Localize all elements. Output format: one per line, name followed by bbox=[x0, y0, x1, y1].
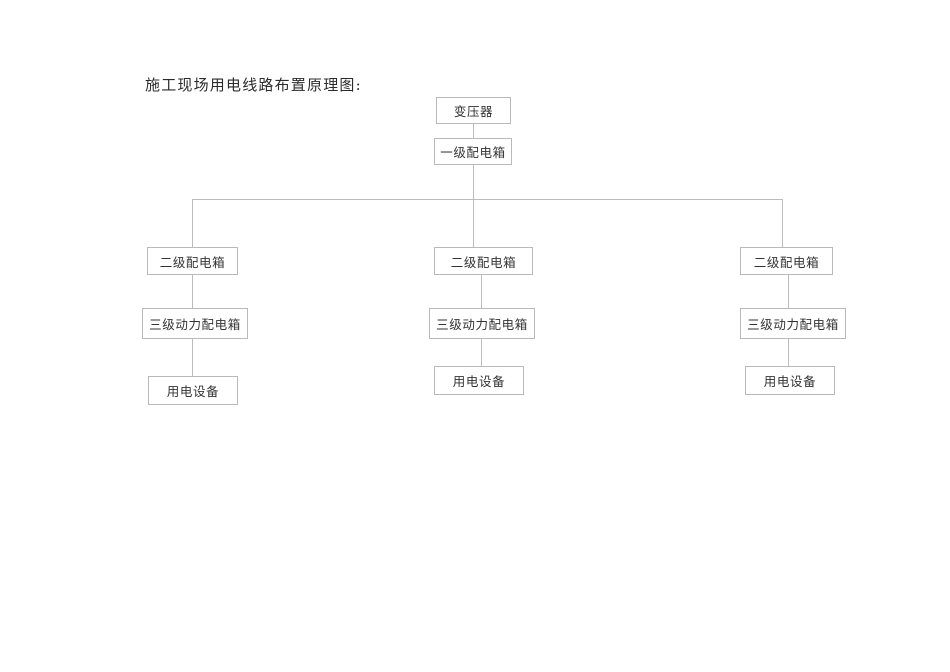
node-device-right-label: 用电设备 bbox=[763, 374, 817, 389]
connector-level1-to-bus bbox=[473, 165, 474, 199]
node-level2-distribution-box-center[interactable]: 二级配电箱 bbox=[434, 247, 533, 275]
node-level2-distribution-box-right[interactable]: 二级配电箱 bbox=[740, 247, 833, 275]
connector-bus-drop-center bbox=[473, 199, 474, 247]
connector-level2-to-level3-center bbox=[481, 275, 482, 308]
connector-level2-to-level3-left bbox=[192, 275, 193, 308]
node-level1-distribution-box[interactable]: 一级配电箱 bbox=[434, 138, 512, 165]
node-level3-power-box-right[interactable]: 三级动力配电箱 bbox=[740, 308, 846, 339]
connector-level2-to-level3-right bbox=[788, 275, 789, 308]
node-transformer[interactable]: 变压器 bbox=[436, 97, 511, 124]
node-level3-power-box-left[interactable]: 三级动力配电箱 bbox=[142, 308, 248, 339]
connector-bus-drop-left bbox=[192, 199, 193, 247]
node-level2-left-label: 二级配电箱 bbox=[159, 254, 226, 270]
node-level3-left-label: 三级动力配电箱 bbox=[149, 317, 241, 332]
node-level2-right-label: 二级配电箱 bbox=[753, 254, 820, 270]
node-device-left-label: 用电设备 bbox=[166, 384, 220, 399]
node-level3-power-box-center[interactable]: 三级动力配电箱 bbox=[429, 308, 535, 339]
page-title: 施工现场用电线路布置原理图: bbox=[145, 76, 362, 94]
node-level3-center-label: 三级动力配电箱 bbox=[436, 317, 528, 332]
connector-level3-to-device-right bbox=[788, 339, 789, 366]
node-level2-distribution-box-left[interactable]: 二级配电箱 bbox=[147, 247, 238, 275]
connector-horizontal-bus bbox=[192, 199, 782, 200]
connector-bus-drop-right bbox=[782, 199, 783, 247]
node-device-right[interactable]: 用电设备 bbox=[745, 366, 835, 395]
node-level3-right-label: 三级动力配电箱 bbox=[747, 317, 839, 332]
node-level1-label: 一级配电箱 bbox=[440, 145, 506, 160]
connector-level3-to-device-left bbox=[192, 339, 193, 376]
node-level2-center-label: 二级配电箱 bbox=[450, 254, 517, 270]
node-device-left[interactable]: 用电设备 bbox=[148, 376, 238, 405]
connector-transformer-to-level1 bbox=[473, 124, 474, 138]
node-device-center[interactable]: 用电设备 bbox=[434, 366, 524, 395]
node-transformer-label: 变压器 bbox=[453, 104, 494, 119]
connector-level3-to-device-center bbox=[481, 339, 482, 366]
node-device-center-label: 用电设备 bbox=[452, 374, 506, 389]
